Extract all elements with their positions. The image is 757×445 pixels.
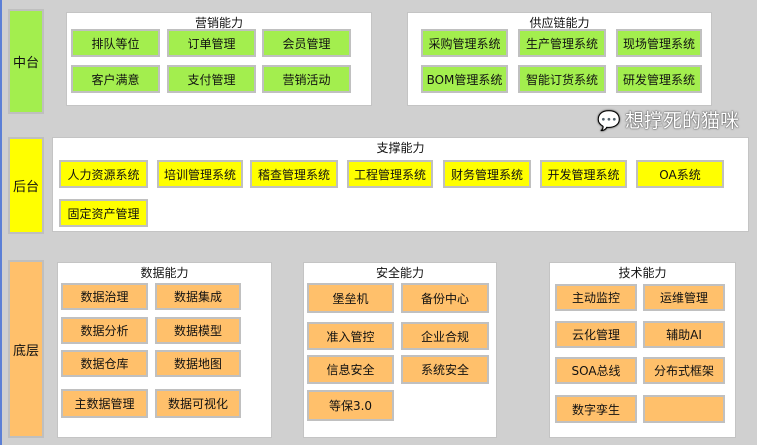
panel-title: 支撑能力 xyxy=(376,141,425,155)
supply-capability-box: 采购管理系统 xyxy=(421,29,508,57)
marketing-capability-box: 会员管理 xyxy=(262,29,351,57)
supply-capability-box: 生产管理系统 xyxy=(518,29,606,57)
tech-capability-box: 运维管理 xyxy=(643,284,725,311)
security-capability-box: 等保3.0 xyxy=(307,390,394,421)
security-capability-box: 信息安全 xyxy=(307,355,394,384)
data-capability-box: 数据分析 xyxy=(61,317,148,344)
data-capability-box: 数据地图 xyxy=(155,350,241,377)
layer-back: 后台 xyxy=(8,137,44,234)
data-capability-box: 数据治理 xyxy=(61,283,148,310)
marketing-capability-box: 排队等位 xyxy=(71,29,160,57)
tech-capability-box: 辅助AI xyxy=(643,321,725,348)
layer-middle: 中台 xyxy=(8,9,44,114)
watermark-text: 想撑死的猫咪 xyxy=(624,110,739,132)
security-capability-box: 准入管控 xyxy=(307,322,394,350)
data-capability-box: 数据模型 xyxy=(155,317,241,344)
security-capability-box: 备份中心 xyxy=(401,283,489,313)
security-capability-box: 堡垒机 xyxy=(307,283,394,313)
data-capability-box: 数据可视化 xyxy=(155,389,241,418)
support-capability-box: 稽查管理系统 xyxy=(250,160,338,188)
support-capability-box: 固定资产管理 xyxy=(59,199,148,227)
data-capability-box: 数据仓库 xyxy=(61,350,148,377)
data-capability-box: 主数据管理 xyxy=(61,389,148,418)
tech-capability-box: 云化管理 xyxy=(555,321,637,348)
panel-title: 安全能力 xyxy=(375,266,424,280)
wechat-icon: 💬 xyxy=(597,110,621,132)
panel-title: 供应链能力 xyxy=(529,16,590,30)
tech-capability-box xyxy=(643,395,725,423)
supply-capability-box: 研发管理系统 xyxy=(616,65,702,93)
tech-capability-box: 数字孪生 xyxy=(555,395,637,423)
support-capability-box: 人力资源系统 xyxy=(59,160,148,188)
support-capability-box: 财务管理系统 xyxy=(443,160,531,188)
data-capability-box: 数据集成 xyxy=(155,283,241,310)
panel-title: 技术能力 xyxy=(618,266,667,280)
supply-capability-box: BOM管理系统 xyxy=(421,65,508,93)
marketing-capability-box: 订单管理 xyxy=(167,29,256,57)
layer-bottom: 底层 xyxy=(8,260,44,438)
security-capability-box: 系统安全 xyxy=(401,355,489,384)
support-capability-box: 培训管理系统 xyxy=(157,160,243,188)
panel-title: 数据能力 xyxy=(140,266,189,280)
left-edge xyxy=(0,0,2,445)
marketing-capability-box: 支付管理 xyxy=(167,65,256,93)
watermark: 💬想撑死的猫咪 xyxy=(597,108,739,134)
marketing-capability-box: 客户满意 xyxy=(71,65,160,93)
support-capability-box: 工程管理系统 xyxy=(347,160,433,188)
security-capability-box: 企业合规 xyxy=(401,322,489,350)
panel-title: 营销能力 xyxy=(194,16,243,30)
support-capability-box: OA系统 xyxy=(636,160,724,188)
tech-capability-box: SOA总线 xyxy=(555,357,637,384)
tech-capability-box: 主动监控 xyxy=(555,284,637,311)
supply-capability-box: 现场管理系统 xyxy=(616,29,702,57)
supply-capability-box: 智能订货系统 xyxy=(518,65,606,93)
marketing-capability-box: 营销活动 xyxy=(262,65,351,93)
tech-capability-box: 分布式框架 xyxy=(643,357,725,384)
support-capability-box: 开发管理系统 xyxy=(540,160,627,188)
